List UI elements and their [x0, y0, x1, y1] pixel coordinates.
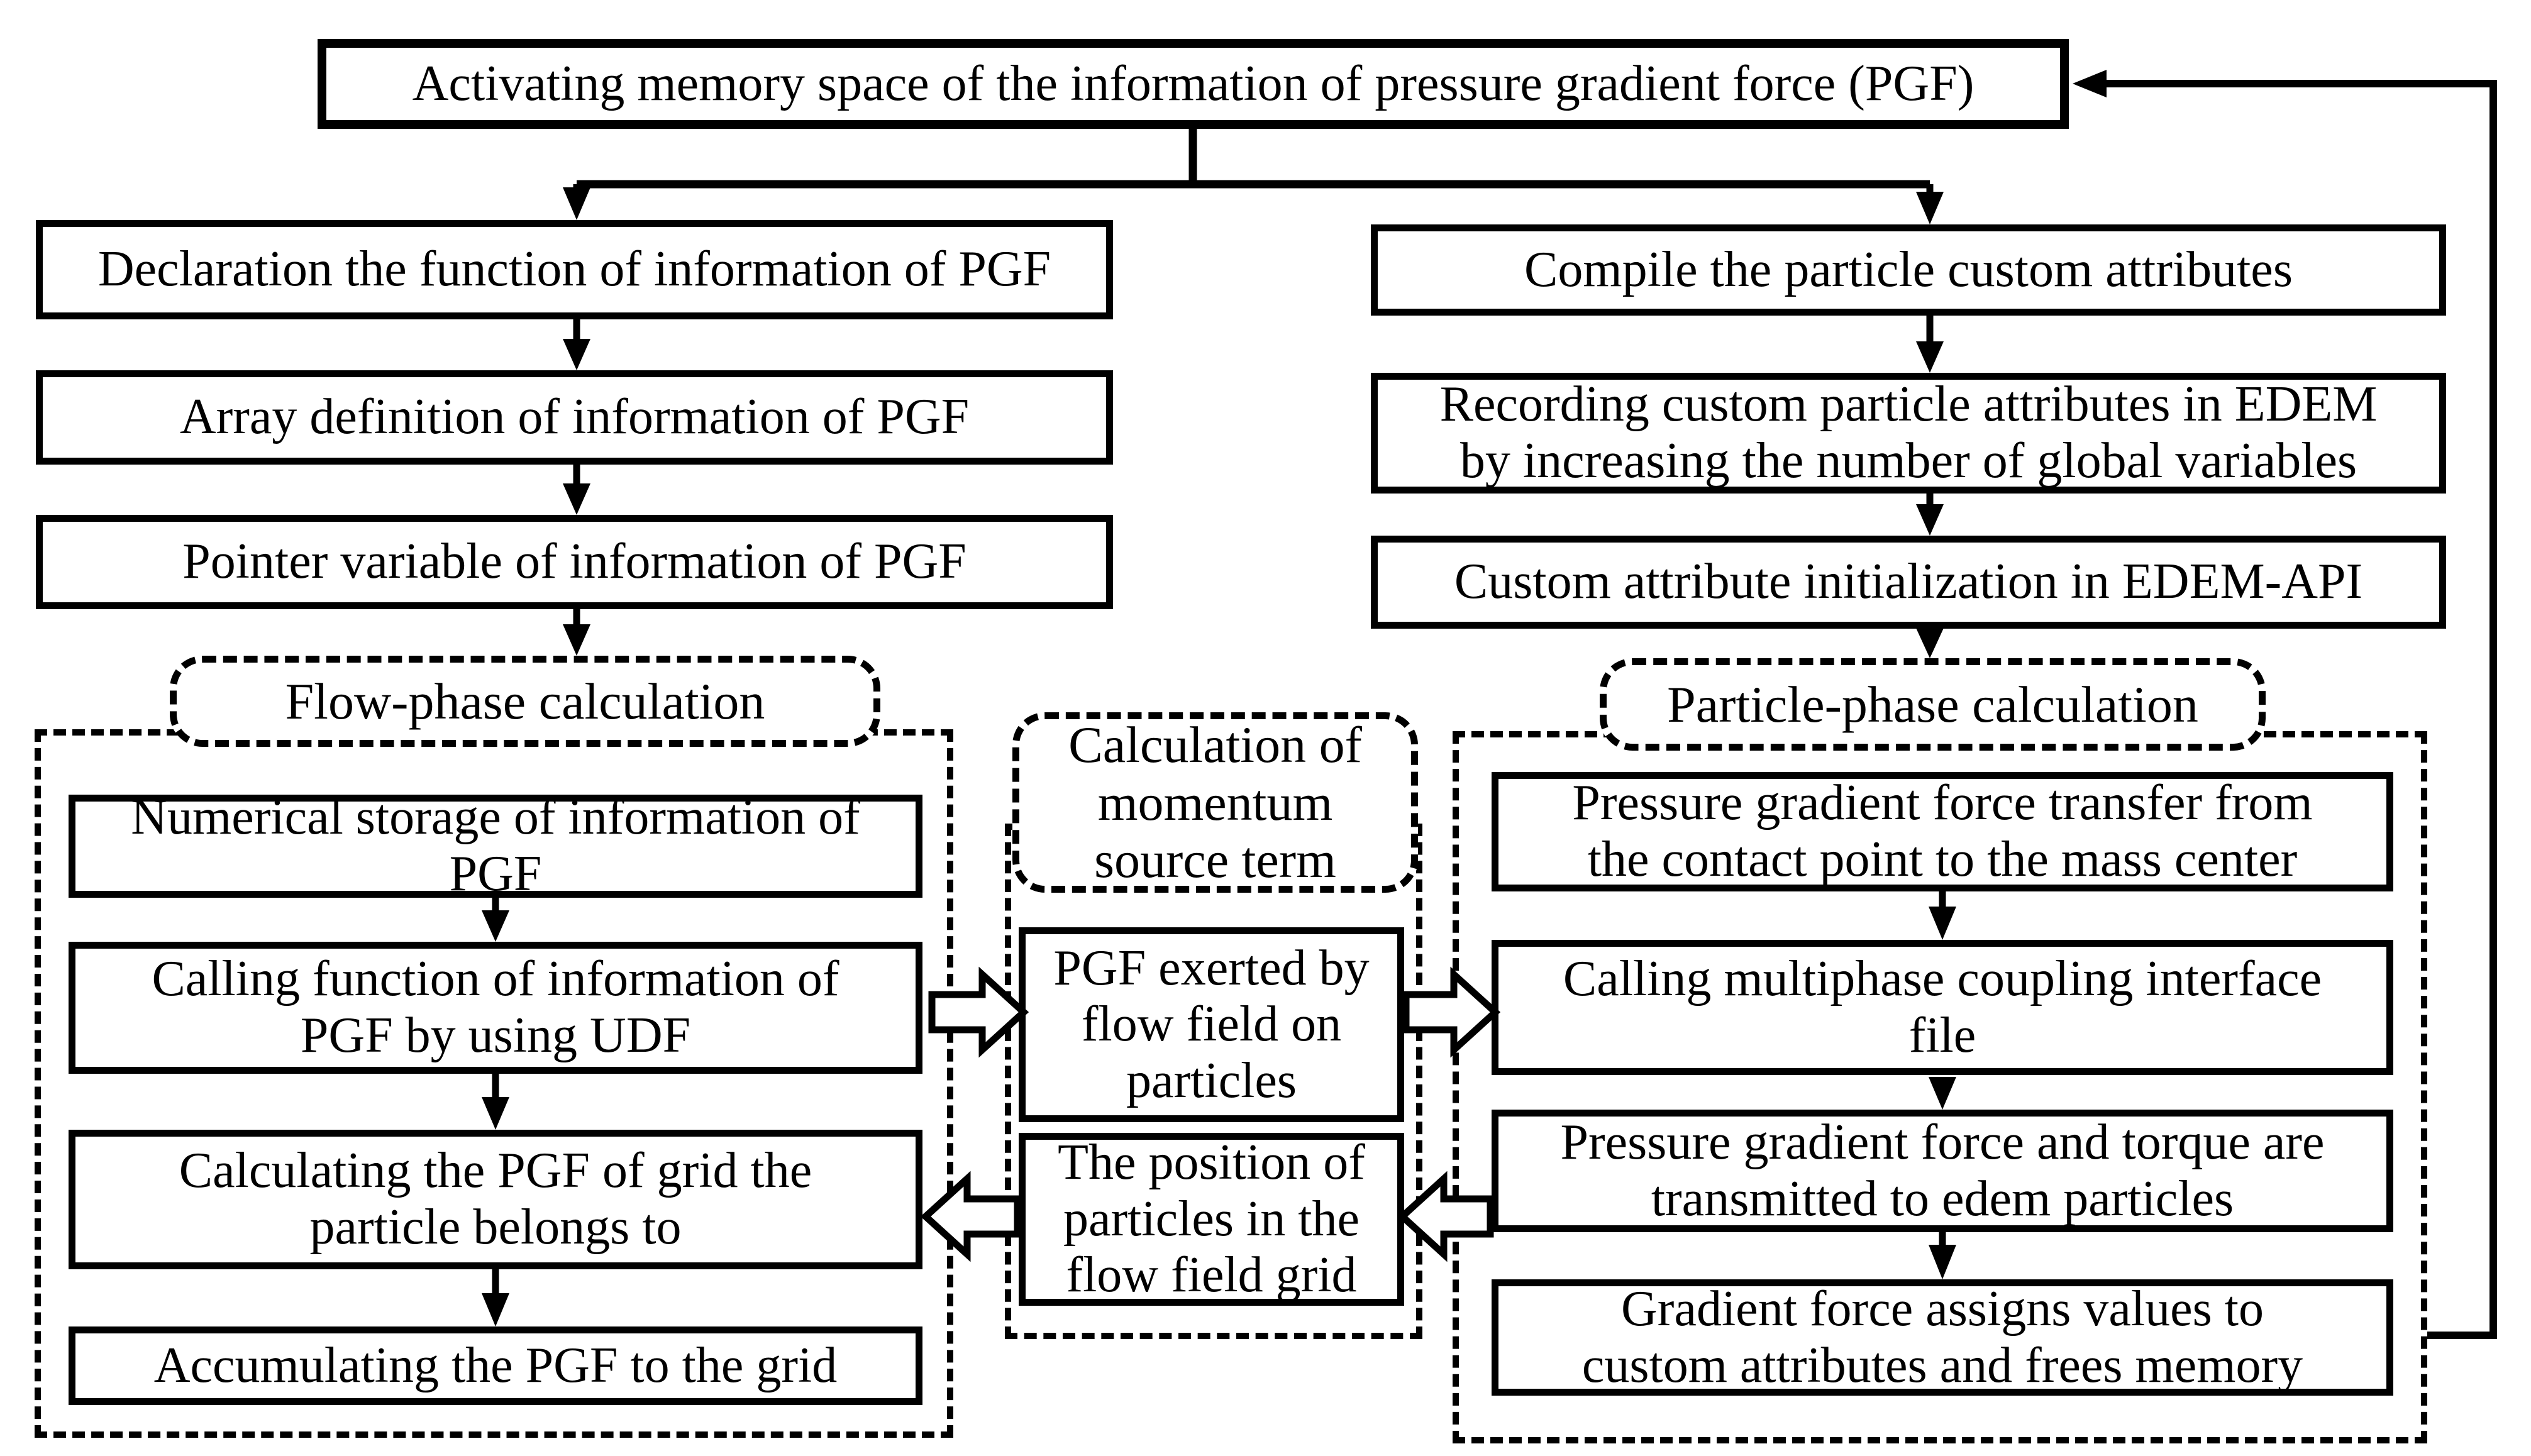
particle-position-box: The position of particles in the flow fi… [1019, 1133, 1404, 1306]
arrow-array-to-pointer [563, 465, 590, 515]
particle-phase-label: Particle-phase calculation [1600, 658, 2266, 751]
numerical-storage-box: Numerical storage of information of PGF [69, 790, 922, 902]
activate-memory-box: Activating memory space of the informati… [318, 39, 2069, 129]
compile-attributes-box: Compile the particle custom attributes [1371, 224, 2446, 316]
pgf-transfer-box: Pressure gradient force transfer from th… [1492, 772, 2393, 891]
declaration-function-box: Declaration the function of information … [36, 220, 1113, 319]
feedback-arrowhead [2073, 70, 2107, 97]
flow-phase-label: Flow-phase calculation [170, 656, 880, 747]
top-split-connector [577, 129, 1930, 189]
calculating-grid-pgf-box: Calculating the PGF of grid the particle… [69, 1130, 922, 1269]
attribute-initialization-box: Custom attribute initialization in EDEM-… [1371, 536, 2446, 629]
accumulating-pgf-box: Accumulating the PGF to the grid [69, 1326, 922, 1405]
arrow-initialization-to-particle-label [1916, 628, 1944, 658]
recording-attributes-box: Recording custom particle attributes in … [1371, 373, 2446, 494]
arrow-recording-to-initialization [1916, 494, 1944, 536]
array-definition-box: Array definition of information of PGF [36, 370, 1113, 465]
arrow-declaration-to-array [563, 319, 590, 370]
calling-udf-box: Calling function of information of PGF b… [69, 942, 922, 1074]
assign-free-memory-box: Gradient force assigns values to custom … [1492, 1279, 2393, 1396]
arrow-split-left [563, 184, 590, 220]
momentum-source-label: Calculation of momentum source term [1012, 712, 1418, 893]
arrow-split-right [1916, 184, 1944, 224]
coupling-interface-box: Calling multiphase coupling interface fi… [1492, 940, 2393, 1075]
pointer-variable-box: Pointer variable of information of PGF [36, 515, 1113, 609]
force-torque-transmit-box: Pressure gradient force and torque are t… [1492, 1110, 2393, 1232]
pgf-exerted-box: PGF exerted by flow field on particles [1019, 927, 1404, 1122]
arrow-pointer-to-flow-label [563, 609, 590, 656]
arrow-compile-to-recording [1916, 316, 1944, 373]
